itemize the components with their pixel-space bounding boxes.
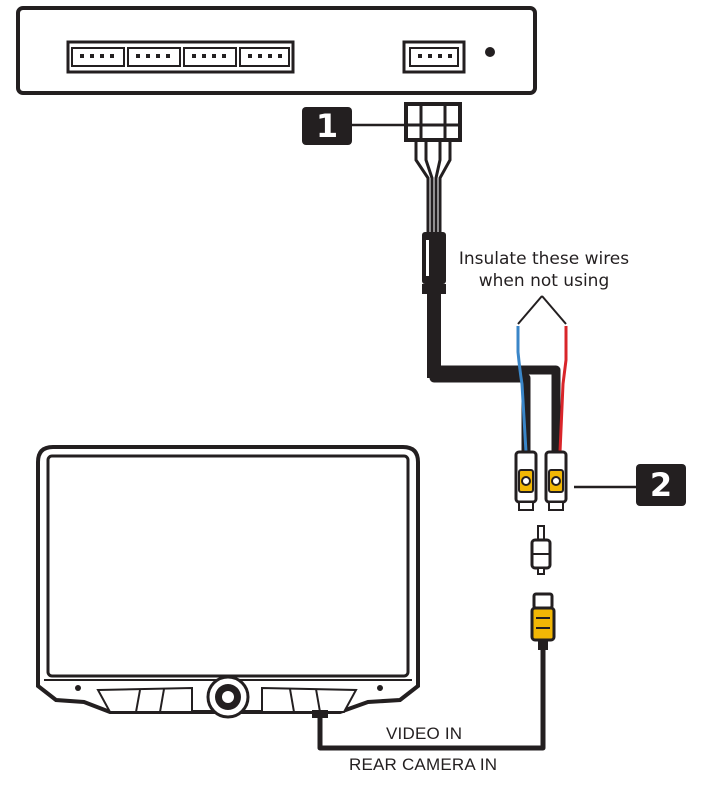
head-unit <box>36 445 420 719</box>
insulate-note-line-1: Insulate these wires <box>458 249 630 269</box>
camera-rca-plug <box>530 592 556 650</box>
video-cable <box>317 650 546 751</box>
video-in-label: VIDEO IN <box>386 724 463 743</box>
blue-wire <box>516 326 528 453</box>
head-unit-screen <box>46 454 410 678</box>
cable-boot <box>422 232 446 294</box>
head-unit-right-buttons <box>261 686 358 713</box>
rca-plug-right <box>544 450 568 511</box>
head-unit-port <box>312 710 328 718</box>
head-unit-left-buttons <box>96 686 193 713</box>
rca-plug-left <box>514 450 538 511</box>
callout-badge-2: 2 <box>636 464 686 506</box>
module-led-dot <box>485 47 495 57</box>
rear-camera-in-label: REAR CAMERA IN <box>349 755 498 774</box>
module-connector-strip <box>66 40 295 74</box>
callout-badge-1: 1 <box>302 107 352 145</box>
main-cable <box>429 294 561 452</box>
interface-module <box>16 6 537 95</box>
head-unit-left-led <box>75 685 81 691</box>
rca-coupler <box>530 525 552 575</box>
head-unit-right-led <box>377 685 383 691</box>
module-camera-port <box>402 40 466 74</box>
insulate-note-line-2: when not using <box>478 271 610 291</box>
head-unit-knob <box>206 675 250 719</box>
red-wire <box>558 326 568 453</box>
harness-plug <box>404 102 462 142</box>
note-pointer <box>517 295 567 325</box>
harness-wires <box>414 140 452 232</box>
